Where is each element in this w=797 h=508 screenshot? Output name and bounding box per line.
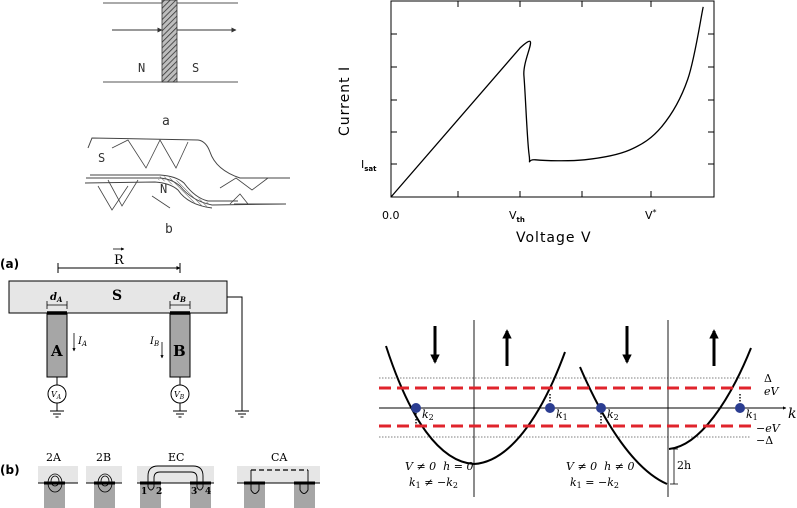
dispersion-left xyxy=(385,345,566,466)
k2-right-label: k2 xyxy=(607,408,619,422)
lead-b-label: B xyxy=(173,342,186,360)
label-normal-metal-b: N xyxy=(160,182,167,196)
k1-right-label: k1 xyxy=(746,408,758,422)
label-ca: CA xyxy=(271,451,288,464)
zeeman-split-label: 2h xyxy=(677,459,691,472)
label-superconductor-b: S xyxy=(98,151,105,165)
delta-top-label: Δ xyxy=(764,372,772,385)
k-axis-label: k xyxy=(788,406,796,422)
state-k1-left xyxy=(545,403,555,413)
x-axis-label: Voltage V xyxy=(516,230,592,246)
lead-a-label: A xyxy=(50,342,63,360)
condition-left-line2: k1 ≠ −k2 xyxy=(409,476,458,490)
label-superconductor: S xyxy=(192,61,199,75)
k1-left-label: k1 xyxy=(556,408,568,422)
process-ca: CA xyxy=(237,451,320,508)
band-diagram: k2 k1 k2 k1 k Δ eV −eV −Δ 2h V ≠ 0 h = 0… xyxy=(379,320,796,497)
x-tick-zero: 0.0 xyxy=(382,209,400,222)
voltmeter-a-label: VA xyxy=(51,390,62,401)
process-2b: 2B xyxy=(86,451,122,508)
panel-label-b: (b) xyxy=(0,463,20,477)
x-axis-ticks xyxy=(457,1,652,197)
state-k1-right xyxy=(735,403,745,413)
process-2a: 2A xyxy=(38,451,78,508)
condition-left-line1: V ≠ 0 h = 0 xyxy=(405,460,473,473)
insulating-barrier xyxy=(161,0,178,83)
ns-junction-sketch-a: N S a xyxy=(103,0,238,129)
num-2: 2 xyxy=(156,487,162,497)
num-3: 3 xyxy=(191,487,197,497)
current-a-label: IA xyxy=(77,336,87,348)
current-b-label: IB xyxy=(149,336,159,348)
vector-r-label: R xyxy=(114,253,125,268)
chart-frame xyxy=(390,0,715,198)
x-tick-vstar: V* xyxy=(645,208,657,222)
state-k2-right xyxy=(596,403,606,413)
device-panel: (a) R S dA dB A B IA IB VA xyxy=(0,247,249,418)
process-panel: (b) 2A 2B xyxy=(0,451,320,508)
ev-top-label: eV xyxy=(764,385,780,398)
ns-junction-sketch-b: S N b xyxy=(84,137,290,237)
label-2b: 2B xyxy=(96,451,111,464)
ns-junction-panel: N S a S N b xyxy=(84,0,290,237)
ground-wire xyxy=(227,296,243,411)
width-b-label: dB xyxy=(173,292,186,304)
voltmeter-b-label: VB xyxy=(174,390,185,401)
width-a-label: dA xyxy=(50,292,63,304)
caption-b: b xyxy=(165,222,173,237)
panel-label-a: (a) xyxy=(0,257,19,271)
delta-bottom-label: −Δ xyxy=(756,434,773,447)
dispersion-right-down xyxy=(579,366,668,485)
ev-bottom-label: −eV xyxy=(756,422,781,435)
k2-left-label: k2 xyxy=(422,408,434,422)
y-tick-isat: Isat xyxy=(361,158,377,173)
label-normal-metal: N xyxy=(138,61,145,75)
y-axis-ticks xyxy=(391,33,714,165)
superconductor-label: S xyxy=(112,288,122,304)
condition-right-line1: V ≠ 0 h ≠ 0 xyxy=(566,460,634,473)
state-k2-left xyxy=(411,403,421,413)
label-ec: EC xyxy=(168,451,184,464)
condition-right-line2: k1 = −k2 xyxy=(570,476,619,490)
dispersion-right-up xyxy=(668,347,752,450)
iv-chart: Current I Voltage V Isat 0.0 Vth V* xyxy=(337,0,715,246)
num-4: 4 xyxy=(205,487,211,497)
label-2a: 2A xyxy=(46,451,62,464)
iv-curve-line xyxy=(390,6,704,198)
process-ec: EC 1 2 3 4 xyxy=(137,451,214,508)
caption-a: a xyxy=(162,114,170,129)
num-1: 1 xyxy=(141,487,147,497)
x-tick-vth: Vth xyxy=(509,209,525,224)
y-axis-label: Current I xyxy=(337,66,353,136)
